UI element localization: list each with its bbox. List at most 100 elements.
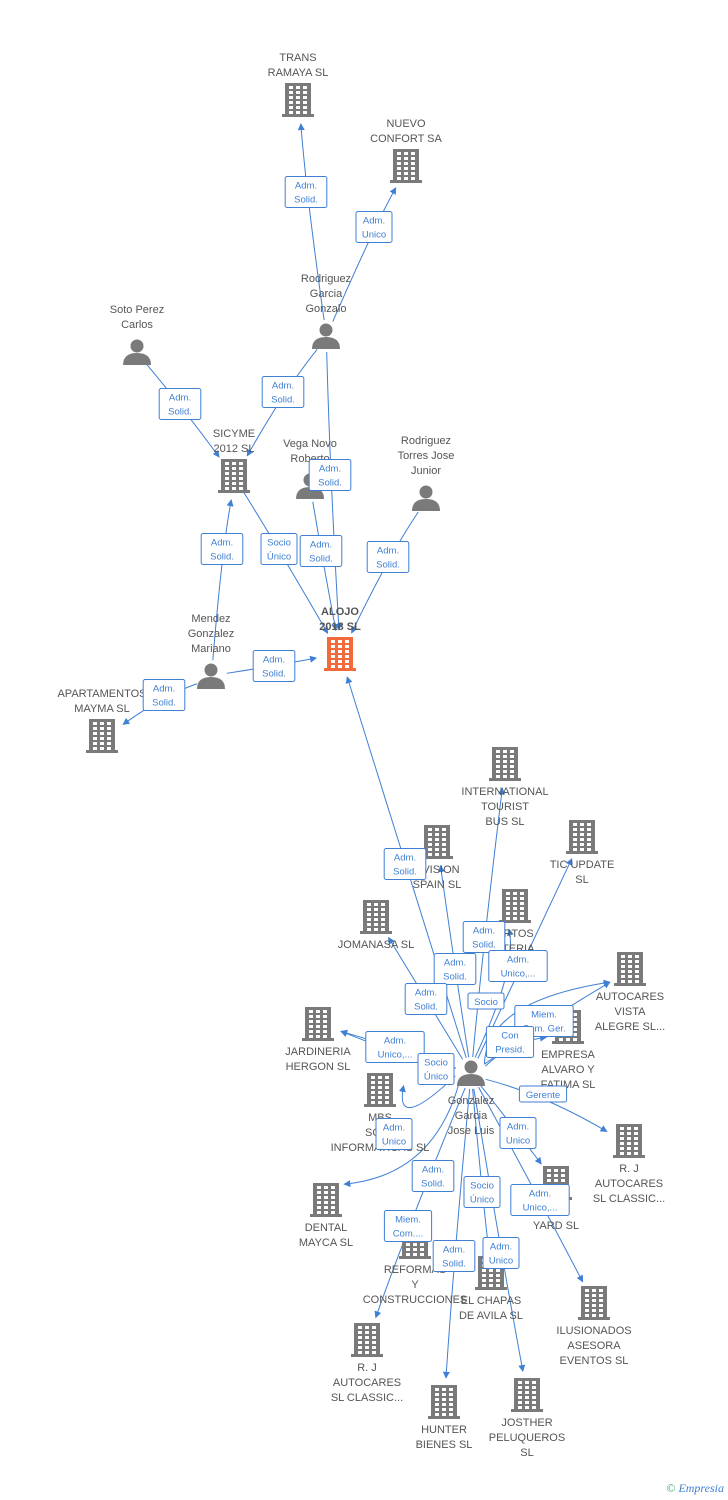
edge-label-e11[interactable]: Adm.Solid. [142, 679, 186, 711]
node-jomanasa[interactable]: JOMANASA SL [338, 900, 414, 951]
edge-label-e4[interactable]: Adm. Solid. [261, 376, 305, 408]
node-label-line: 2012 SL [214, 443, 255, 455]
edge-label-e18[interactable]: Socio [467, 992, 505, 1010]
edge-label-e13[interactable]: Adm.Solid. [462, 921, 506, 953]
edge-label-e5[interactable]: Adm.Solid. [308, 459, 352, 491]
node-label-line: ASESORA [567, 1340, 621, 1352]
edge-label-e8[interactable]: Adm.Solid. [299, 535, 343, 567]
node-label-line: ERTOS [496, 928, 534, 940]
edge-label-e3[interactable]: Adm.Solid. [158, 388, 202, 420]
edge-label-e14[interactable]: Adm.Solid. [433, 953, 477, 985]
edge-label-text: Único [424, 1072, 448, 1083]
node-label-line: R. J [619, 1163, 639, 1175]
building-icon [578, 1286, 610, 1320]
building-icon [86, 719, 118, 753]
edge-label-text: Adm. [415, 988, 437, 999]
edge-label-text: Solid. [393, 867, 417, 878]
edge-label-text: Adm. [384, 1036, 406, 1047]
node-label-line: ALEGRE SL... [595, 1021, 665, 1033]
node-label-line: BIENES SL [416, 1439, 473, 1451]
edge-label-text: Adm. [383, 1123, 405, 1134]
node-label-line: NUEVO [386, 118, 426, 130]
edge-label-text: Adm. [529, 1189, 551, 1200]
person-icon [412, 485, 440, 511]
node-label-line: Jose Luis [448, 1125, 495, 1137]
edge-label-e23[interactable]: Gerente [518, 1085, 568, 1103]
edge-label-text: Solid. [271, 395, 295, 406]
edge-label-text: Adm. [153, 684, 175, 695]
edge-label-e28[interactable]: Adm.Unico,... [510, 1184, 570, 1216]
node-label-line: EMPRESA [541, 1049, 595, 1061]
edge-label-text: Solid. [309, 554, 333, 565]
building-icon [364, 1073, 396, 1107]
building-icon [218, 459, 250, 493]
edge-label-e29[interactable]: Miem.Com.... [383, 1210, 433, 1242]
node-label-line: REFORMAS [384, 1264, 446, 1276]
node-label-line: SL CLASSIC... [331, 1392, 403, 1404]
edge-label-e12[interactable]: Adm.Solid. [383, 848, 427, 880]
edge-label-text: Único [470, 1195, 494, 1206]
edge-label-e15[interactable]: Adm.Unico,... [488, 950, 548, 982]
building-icon [428, 1385, 460, 1419]
edge-label-text: Solid. [443, 972, 467, 983]
edge-label-text: Adm. [169, 393, 191, 404]
edge-label-e2[interactable]: Adm.Unico [355, 211, 393, 243]
edge-label-text: Adm. [295, 181, 317, 192]
edge-label-text: Adm. [319, 464, 341, 475]
node-label-line: TIC UPDATE [550, 859, 615, 871]
node-label-line: 2018 SL [319, 621, 361, 633]
edge-label-e10[interactable]: Adm.Solid. [252, 650, 296, 682]
edge-label-e21[interactable]: Adm.Unico,... [365, 1031, 425, 1063]
node-label-line: R. J [357, 1362, 377, 1374]
edge-label-text: Solid. [421, 1179, 445, 1190]
edge-label-e16[interactable]: Adm.Solid. [404, 983, 448, 1015]
edge-label-e9[interactable]: Adm.Solid. [366, 541, 410, 573]
edge-label-text: Socio [470, 1181, 494, 1192]
edge-label-text: Adm. [272, 381, 294, 392]
node-label-line: APARTAMENTOS [57, 688, 146, 700]
node-label-line: CONSTRUCCIONES [363, 1294, 468, 1306]
edge-label-e30[interactable]: Adm.Solid. [432, 1240, 476, 1272]
edge-label-e31[interactable]: Adm.Unico [482, 1237, 520, 1269]
node-label-line: JOMANASA SL [338, 939, 414, 951]
edge-label-e1[interactable]: Adm.Solid. [284, 176, 328, 208]
building-icon [282, 83, 314, 117]
edge-label-text: Com. Ger. [522, 1024, 565, 1035]
node-label-line: DENTAL [305, 1222, 348, 1234]
node-label-line: TRANS [279, 52, 316, 64]
edge-label-e26[interactable]: Adm.Solid. [411, 1160, 455, 1192]
edge-label-e24[interactable]: Adm.Unico [375, 1118, 413, 1150]
edge-label-e6[interactable]: Adm.Solid. [200, 533, 244, 565]
edge-label-text: Miem. [531, 1010, 557, 1021]
edge-label-text: Solid. [442, 1259, 466, 1270]
empresia-watermark[interactable]: ©Empresia [666, 1481, 724, 1496]
node-label-line: Junior [411, 465, 441, 477]
edge-label-e25[interactable]: Adm.Unico [499, 1117, 537, 1149]
